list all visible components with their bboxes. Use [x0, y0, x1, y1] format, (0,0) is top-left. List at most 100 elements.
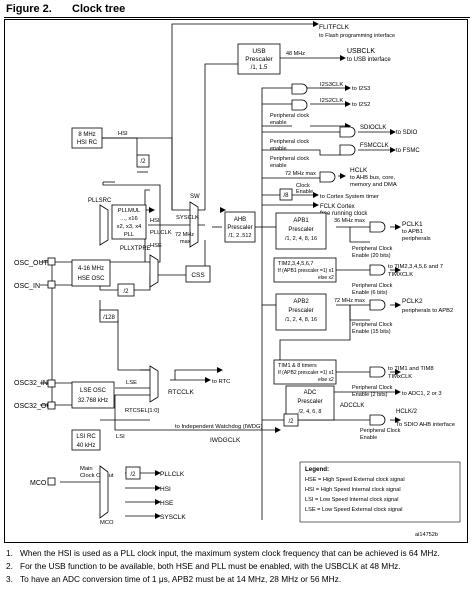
footnote-3-text: To have an ADC conversion time of 1 μs, …	[20, 574, 342, 584]
i2s2clk-label: I2S2CLK	[320, 98, 343, 104]
periph-enable-fsmc-2: enable	[270, 163, 287, 169]
osc32-in-pin-label: OSC32_IN	[14, 380, 48, 387]
apb1-line3: /1, 2, 4, 8, 16	[285, 236, 317, 242]
pll-block: PLLMUL ..., x16 x2, x3, x4 PLL	[111, 204, 147, 240]
diagram-frame	[4, 19, 468, 543]
i2s3clk-label: I2S3CLK	[320, 82, 343, 88]
hsi-rc-line1: 8 MHz	[78, 132, 95, 138]
div2-mco-label: /2	[130, 472, 136, 478]
to-iwdg-label: to Independent Watchdog (IWDG)	[175, 424, 262, 430]
figure-header: Figure 2. Clock tree	[4, 2, 470, 18]
hclk-desc-2: memory and DMA	[350, 182, 397, 188]
footnote-1-number: 1.	[6, 548, 13, 558]
sdio-gate	[339, 126, 356, 138]
clock-enable-label-2: Enable	[296, 189, 313, 195]
footnote-3: 3. To have an ADC conversion time of 1 μ…	[4, 574, 470, 584]
periph-enable-sdio-1: Peripheral clock	[270, 139, 309, 145]
pllsrc-mux	[99, 204, 109, 246]
periph-clock-enable-2: enable	[270, 120, 287, 126]
css-label: CSS	[191, 272, 205, 279]
osc-in-pin	[47, 280, 56, 289]
legend-hsi: HSI = High Speed Internal clock signal	[305, 487, 401, 493]
sysclk-max-label: max	[180, 239, 191, 245]
to-sdio-ahb-label: To SDIO AHB interface	[396, 422, 455, 428]
lse-osc-line2: 32.768 kHz	[78, 398, 108, 404]
rtcclk-label: RTCCLK	[168, 389, 195, 396]
div2-hsi-block	[136, 154, 150, 168]
div2-sdio-block	[283, 413, 299, 427]
to-tim2-label: to TIM2,3,4,5,6 and 7	[388, 264, 443, 270]
tim2-line1: TIM2,3,4,5,6,7	[278, 261, 313, 267]
apb1-periph-clock: Peripheral Clock	[352, 246, 393, 252]
pclk1-label: PCLK1	[402, 221, 423, 228]
apb1-36mhz-label: 36 MHz max	[334, 218, 365, 224]
pll-line3: x2, x3, x4	[117, 224, 143, 230]
to-i2s2-label: to I2S2	[352, 102, 370, 108]
flitfclk-label: FLITFCLK	[319, 24, 350, 31]
timxclk-label: TIMXCLK	[388, 272, 413, 278]
mco-pin-label: MCO	[30, 480, 47, 487]
to-i2s3-label: to I2S3	[352, 86, 370, 92]
flash-interface-label: to Flash programming interface	[319, 33, 395, 39]
pllsrc-label: PLLSRC	[88, 198, 112, 204]
legend-lsi: LSI = Low Speed Internal clock signal	[305, 497, 398, 503]
ahb-72mhz-label: 72 MHz max	[285, 171, 316, 177]
adc-line2: Prescaler	[297, 399, 322, 405]
legend-lse: LSE = Low Speed External clock signal	[305, 507, 402, 513]
sw-mux	[189, 201, 199, 248]
fclk-label-2: free running clock	[320, 211, 368, 217]
ahb-line2: Prescaler	[227, 225, 252, 231]
osc-out-pin	[47, 257, 56, 266]
lse-osc-block: LSE OSC 32.768 kHz	[71, 381, 115, 409]
pclk1-gate	[369, 221, 386, 233]
apb1-prescaler-block: APB1 Prescaler /1, 2, 4, 8, 16	[275, 212, 327, 250]
main-output-1: Main	[80, 466, 93, 472]
adc-line3: /2, 4, 6, 8	[299, 409, 322, 415]
rtcsel-label: RTCSEL[1:0]	[125, 408, 159, 414]
mco-pllclk-label: PLLCLK	[160, 471, 185, 478]
cortex-timer-label: to Cortex System timer	[320, 194, 379, 200]
adc-line1: ADC	[304, 390, 317, 396]
div2-mco-block	[125, 466, 141, 480]
tim1-line1: TIM1 & 8 timers	[278, 363, 317, 369]
to-adc-label: to ADC1, 2 or 3	[402, 391, 442, 397]
fsmc-gate	[339, 144, 356, 156]
pll-line4: PLL	[124, 232, 135, 238]
lsi-rc-line2: 40 kHz	[77, 443, 96, 449]
css-block	[185, 265, 211, 283]
hclk2-gate	[369, 414, 386, 426]
pllxtpre-mux	[149, 254, 159, 288]
fclk-label: FCLK Cortex	[320, 204, 355, 210]
lsi-rc-line1: LSI RC	[76, 434, 96, 440]
figure-title: Clock tree	[72, 3, 126, 15]
apb2-line2: Prescaler	[288, 308, 313, 314]
lsi-wire-label: LSI	[116, 434, 125, 440]
tim1-gate	[369, 366, 386, 378]
pll-line2: ..., x16	[120, 216, 137, 222]
to-usb-label: to USB interface	[347, 57, 391, 63]
sdioclk-label: SDIOCLK	[360, 125, 386, 131]
apb2-line1: APB2	[293, 299, 309, 305]
to-apb1-label: to APB1	[402, 229, 423, 235]
hclk2-enable: Enable	[360, 435, 377, 441]
div8-block	[279, 188, 293, 201]
tim1-enable-2: Enable (2 bits)	[352, 392, 388, 398]
hclk-label: HCLK	[350, 167, 368, 174]
sysclk-72mhz-label: 72 MHz	[175, 232, 194, 238]
hclk2-label: HCLK/2	[396, 409, 418, 415]
header-rule	[4, 17, 470, 18]
footnote-2-text: For the USB function to be available, bo…	[20, 561, 401, 571]
footnote-3-number: 3.	[6, 574, 13, 584]
pllxtpre-label: PLLXTPRE	[120, 246, 151, 252]
osc-in-pin-label: OSC_IN	[14, 283, 40, 290]
hse-osc-block: 4-16 MHz HSE OSC	[71, 259, 111, 287]
figure-number: Figure 2.	[6, 3, 52, 15]
apb2-periph-clock: Peripheral Clock	[352, 322, 393, 328]
clock-tree-diagram: USB Prescaler /1, 1.5 FLITFCLK to Flash …	[14, 21, 461, 538]
osc32-out-pin	[47, 401, 56, 410]
tim1-periph-clock: Peripheral Clock	[352, 385, 393, 391]
to-fsmc-label: to FSMC	[396, 148, 420, 154]
sysclk-wire-label: SYSCLK	[176, 215, 199, 221]
tim2-line3: else x2	[318, 275, 334, 281]
hsi-rc-line2: HSI RC	[77, 140, 98, 146]
